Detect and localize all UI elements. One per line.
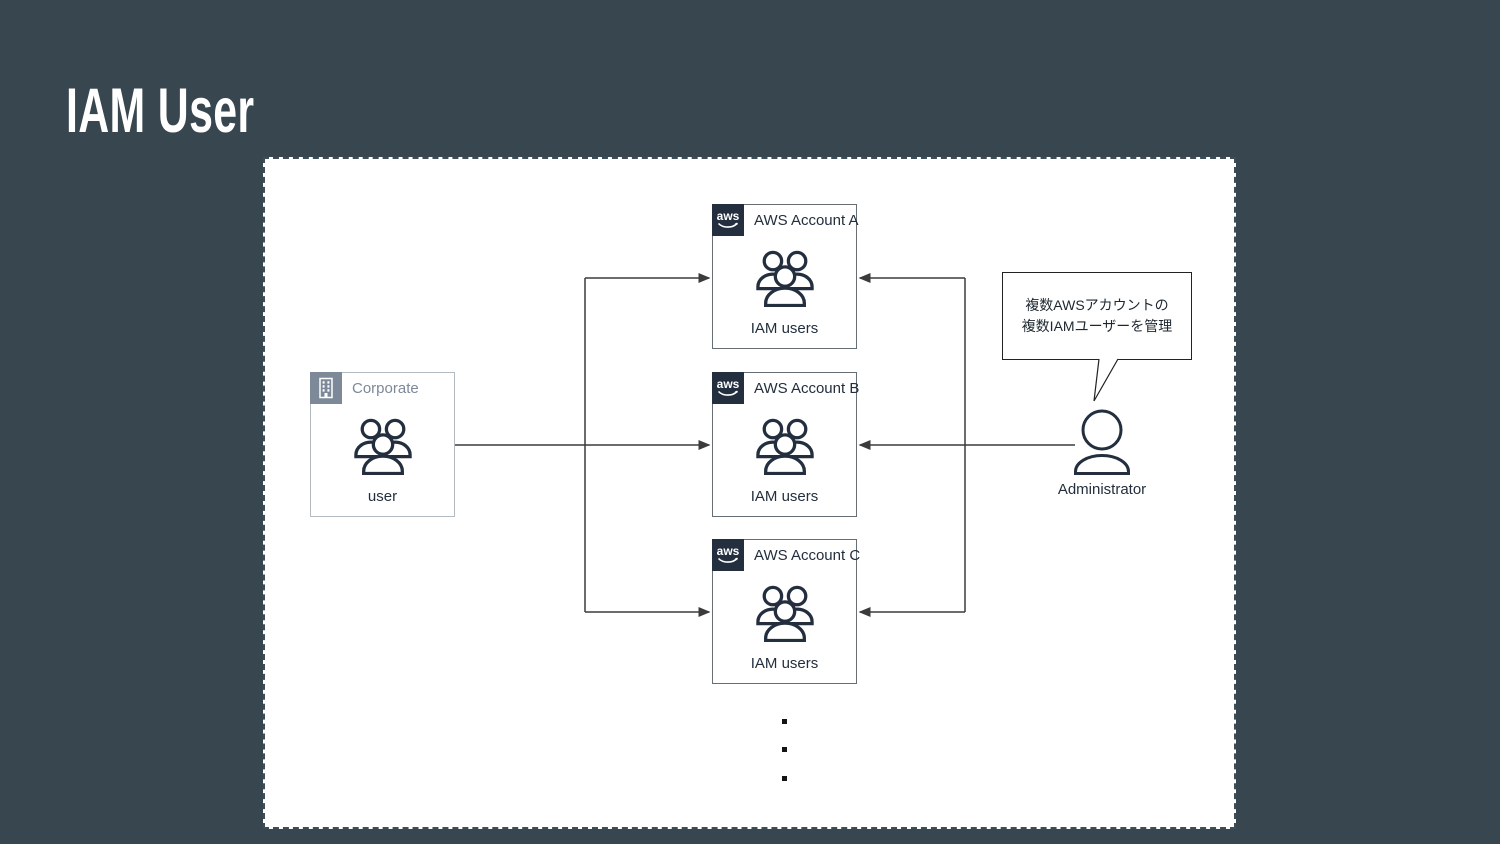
svg-text:aws: aws <box>717 377 740 391</box>
building-icon <box>319 377 333 399</box>
aws-account-b-box: aws AWS Account B IAM users <box>712 372 860 517</box>
aws-logo-badge: aws <box>712 204 744 236</box>
callout-tail-fill <box>1094 357 1119 401</box>
corporate-label: Corporate <box>352 380 419 397</box>
users-icon <box>352 417 414 475</box>
iam-users-caption: IAM users <box>750 320 819 337</box>
aws-account-a-box: aws AWS Account A IAM users <box>712 204 859 349</box>
iam-users-icon <box>754 584 816 642</box>
administrator-icon <box>1074 409 1130 475</box>
account-label: AWS Account B <box>754 380 860 397</box>
account-label: AWS Account A <box>754 212 859 229</box>
callout-tail-outline <box>1093 358 1119 402</box>
corporate-badge <box>310 372 342 404</box>
account-label: AWS Account C <box>754 547 861 564</box>
aws-logo-badge: aws <box>712 372 744 404</box>
page-title: IAM User <box>66 76 255 146</box>
iam-users-caption: IAM users <box>750 488 819 505</box>
iam-users-icon <box>754 249 816 307</box>
svg-text:aws: aws <box>717 209 740 223</box>
svg-text:aws: aws <box>717 544 740 558</box>
aws-logo-icon: aws <box>717 377 740 396</box>
administrator-label: Administrator <box>1057 481 1147 498</box>
callout-text-line2: 複数IAMユーザーを管理 <box>1021 318 1173 334</box>
diagram-canvas: Corporate user aws AWS Account A IAM use… <box>263 157 1236 829</box>
aws-account-c-box: aws AWS Account C IAM users <box>712 539 861 684</box>
corporate-box: Corporate user <box>310 372 455 517</box>
callout-bubble: 複数AWSアカウントの 複数IAMユーザーを管理 <box>1002 272 1192 360</box>
corporate-caption: user <box>367 488 398 505</box>
aws-logo-badge: aws <box>712 539 744 571</box>
aws-logo-icon: aws <box>717 209 740 228</box>
callout-text-line1: 複数AWSアカウントの <box>1025 297 1169 313</box>
aws-logo-icon: aws <box>717 544 740 563</box>
iam-users-icon <box>754 417 816 475</box>
iam-users-caption: IAM users <box>750 655 819 672</box>
continuation-dots <box>782 719 787 781</box>
